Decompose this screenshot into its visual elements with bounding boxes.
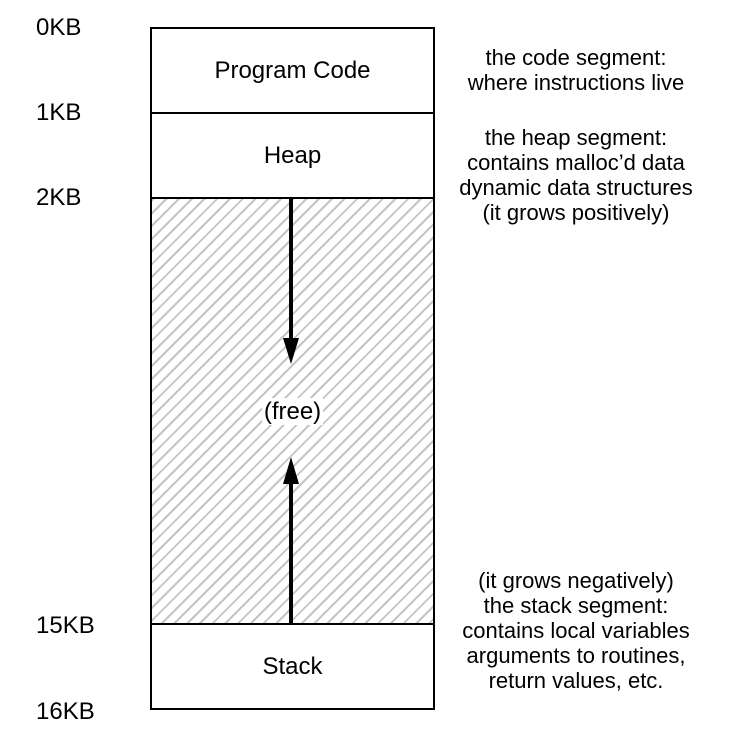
description-line: arguments to routines, <box>466 643 686 668</box>
description-line: (it grows positively) <box>482 200 670 225</box>
stack-segment-box: Stack <box>150 623 435 710</box>
description-line: return values, etc. <box>488 668 664 693</box>
description-line: the code segment: <box>485 45 667 70</box>
heap-segment-description: the heap segment: contains malloc’d data… <box>426 125 726 225</box>
description-line: the heap segment: <box>484 125 668 150</box>
stack-segment-label: Stack <box>262 652 323 680</box>
address-label-2kb: 2KB <box>36 184 82 211</box>
code-segment-label: Program Code <box>214 56 371 84</box>
code-segment-box: Program Code <box>150 27 435 114</box>
description-line: (it grows negatively) <box>478 568 674 593</box>
address-label-16kb: 16KB <box>36 698 95 725</box>
description-line: contains malloc’d data <box>467 150 685 175</box>
free-region-label: (free) <box>150 398 435 426</box>
description-line: dynamic data structures <box>459 175 693 200</box>
heap-segment-label: Heap <box>263 141 322 169</box>
address-label-15kb: 15KB <box>36 612 95 639</box>
stack-growth-arrow <box>283 457 299 623</box>
address-label-0kb: 0KB <box>36 14 82 41</box>
heap-growth-arrow <box>283 199 299 364</box>
address-label-1kb: 1KB <box>36 99 82 126</box>
description-line: contains local variables <box>462 618 690 643</box>
description-line: the stack segment: <box>483 593 669 618</box>
free-label-text: (free) <box>261 398 324 425</box>
stack-segment-description: (it grows negatively) the stack segment:… <box>426 568 726 693</box>
description-line: where instructions live <box>467 70 685 95</box>
code-segment-description: the code segment: where instructions liv… <box>426 45 726 95</box>
